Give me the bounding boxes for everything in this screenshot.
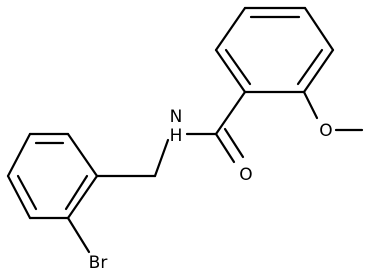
carbonyl-double-bond-2 [223, 127, 245, 159]
atom-label-n: N [170, 107, 183, 127]
ring-b-bond-1 [66, 132, 99, 178]
atom-label-carbonyl-o: O [239, 165, 252, 185]
ring-to-carbonyl-bond [214, 90, 247, 136]
carbonyl-double-bond-1 [214, 132, 236, 164]
ring-a-bond-2 [303, 6, 335, 52]
ring-b-bond-3 [6, 132, 32, 178]
ring-a-double-3 [224, 48, 252, 86]
ring-to-br-bond [66, 216, 91, 254]
atom-label-h: H [170, 126, 183, 146]
amide-group [153, 90, 247, 178]
ring-a-bond-6 [214, 6, 247, 52]
atom-label-br: Br [89, 253, 108, 273]
ring-b-bond-4 [6, 174, 32, 220]
ring-a-bond-5 [214, 48, 247, 94]
ring-a-bond-3 [302, 48, 335, 94]
bromophenyl-ring [6, 132, 99, 220]
atom-label-methoxy-o: O [319, 121, 332, 141]
ring-a-double-2 [296, 48, 324, 86]
ring-b-double-2 [16, 174, 38, 211]
ring-b-double-3 [64, 174, 89, 211]
benzamide-ring [214, 6, 335, 94]
methoxy-group [302, 90, 364, 132]
n-to-ch2-bond [153, 138, 170, 178]
ring-b-bond-6 [66, 174, 99, 220]
ring-to-methoxy-o-bond [302, 90, 319, 120]
